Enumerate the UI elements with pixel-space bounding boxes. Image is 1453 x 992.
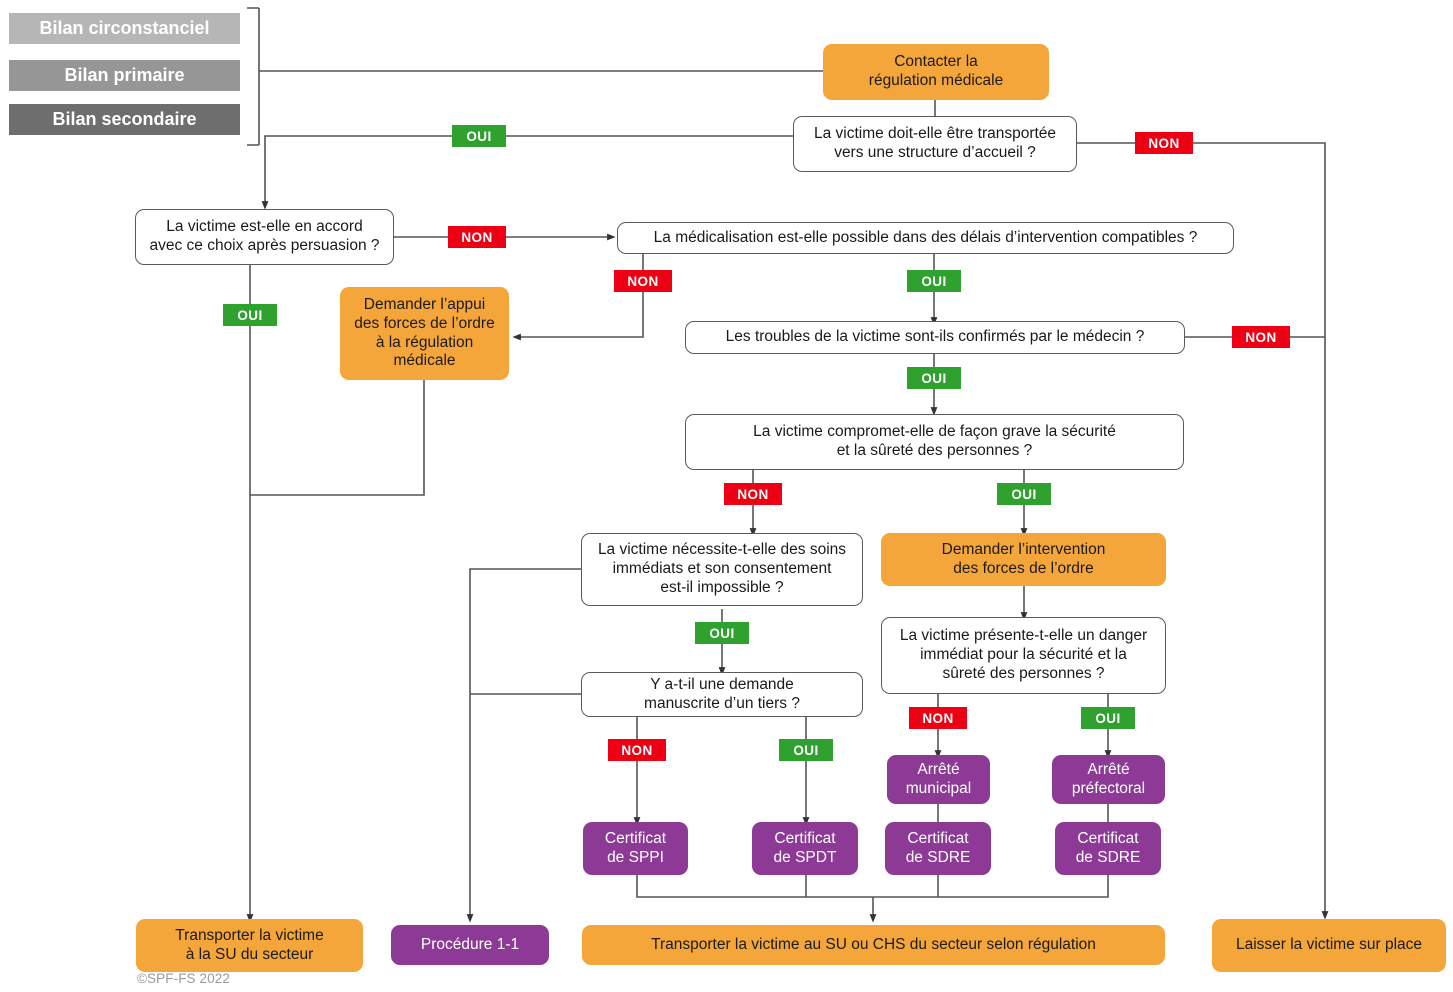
legend-label: Bilan primaire (64, 64, 185, 85)
legend-label: Bilan circonstanciel (39, 17, 210, 38)
node-procedure-1-1: Procédure 1-1 (391, 925, 549, 965)
edge-label-medicalisation-non: NON (614, 270, 672, 292)
edge-label-troubles-oui: OUI (907, 367, 961, 389)
legend-item-bilan-secondaire: Bilan secondaire (9, 104, 240, 135)
edge-label-troubles-non: NON (1232, 326, 1290, 348)
legend-label: Bilan secondaire (52, 108, 197, 129)
edge-label-transport-oui: OUI (452, 125, 506, 147)
legend-item-bilan-circonstanciel: Bilan circonstanciel (9, 13, 240, 44)
edge-label-danger-oui: OUI (1081, 707, 1135, 729)
edge-label-compromet-oui: OUI (997, 483, 1051, 505)
edge-label-danger-non: NON (909, 707, 967, 729)
node-compromet-securite: La victime compromet-elle de façon grave… (685, 414, 1184, 470)
edge-label-accord-non: NON (448, 226, 506, 248)
edge-label-transport-non: NON (1135, 132, 1193, 154)
node-troubles-confirmes: Les troubles de la victime sont-ils conf… (685, 321, 1185, 354)
edge-label-medicalisation-oui: OUI (907, 270, 961, 292)
edge-label-accord-oui: OUI (223, 304, 277, 326)
node-medicalisation: La médicalisation est-elle possible dans… (617, 222, 1234, 254)
legend-item-bilan-primaire: Bilan primaire (9, 60, 240, 91)
copyright-notice: ©SPF-FS 2022 (137, 971, 230, 986)
node-laisser-sur-place: Laisser la victime sur place (1212, 919, 1446, 972)
edge-label-soins-oui: OUI (695, 622, 749, 644)
edge-label-manuscrite-non: NON (608, 739, 666, 761)
edge-label-manuscrite-oui: OUI (779, 739, 833, 761)
node-transporter-su-chs: Transporter la victime au SU ou CHS du s… (582, 925, 1165, 965)
edge-label-compromet-non: NON (724, 483, 782, 505)
